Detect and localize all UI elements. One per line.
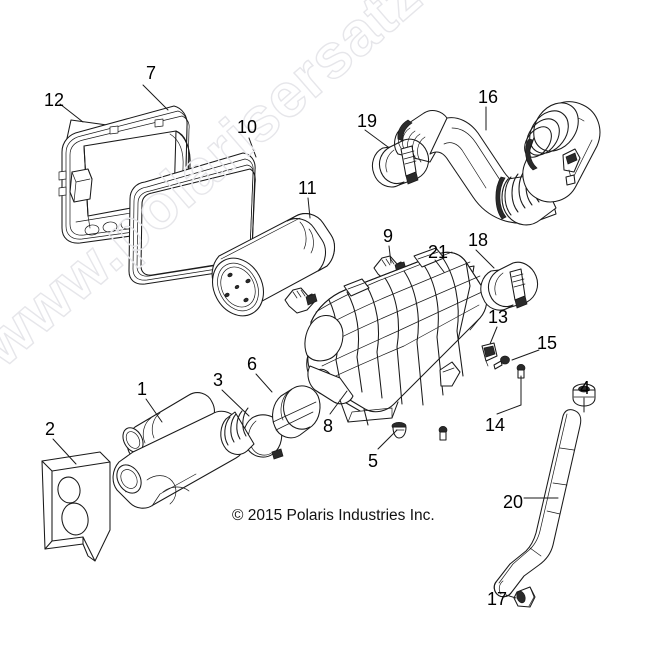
part-18-hose-clamp [480, 261, 539, 311]
callout-3: 3 [213, 370, 224, 390]
part-2-mounting-plate [41, 451, 111, 562]
duct-top-bellows [524, 102, 579, 171]
callout-6: 6 [247, 354, 258, 374]
callout-5: 5 [368, 451, 379, 471]
part-13-clip [481, 342, 498, 367]
callout-2: 2 [45, 419, 56, 439]
part-11-air-filter [211, 213, 336, 317]
part-6-adapter-ring [272, 385, 321, 439]
part-9-latch-clip-secondary [284, 287, 318, 314]
callout-21: 21 [428, 242, 449, 262]
callout-10: 10 [237, 117, 258, 137]
part-1-intake-manifold [112, 392, 255, 509]
callout-4: 4 [580, 378, 591, 398]
callout-20: 20 [503, 492, 524, 512]
callout-14: 14 [485, 415, 506, 435]
part-17-tube-clip [513, 586, 536, 608]
part-19-hose-clamp [371, 138, 430, 188]
callout-13: 13 [488, 307, 509, 327]
part-16-intake-duct [394, 101, 601, 226]
callout-1: 1 [137, 379, 148, 399]
part-15-screw [493, 355, 510, 370]
callout-17: 17 [487, 589, 508, 609]
callout-18: 18 [468, 230, 489, 250]
callout-15: 15 [537, 333, 558, 353]
callout-9: 9 [383, 226, 394, 246]
callout-12: 12 [44, 90, 65, 110]
part-10-seal-gasket [128, 152, 256, 285]
callout-7: 7 [146, 63, 157, 83]
part-14-screws [438, 364, 526, 441]
part-8-airbox-housing [304, 247, 488, 426]
part-5-grommet [391, 422, 407, 439]
callout-8: 8 [323, 416, 334, 436]
leader-lines [52, 84, 585, 599]
manifold-neck [220, 407, 255, 455]
callout-19: 19 [357, 111, 378, 131]
callout-16: 16 [478, 87, 499, 107]
callout-11: 11 [298, 178, 317, 198]
copyright-notice: © 2015 Polaris Industries Inc. [232, 507, 435, 524]
